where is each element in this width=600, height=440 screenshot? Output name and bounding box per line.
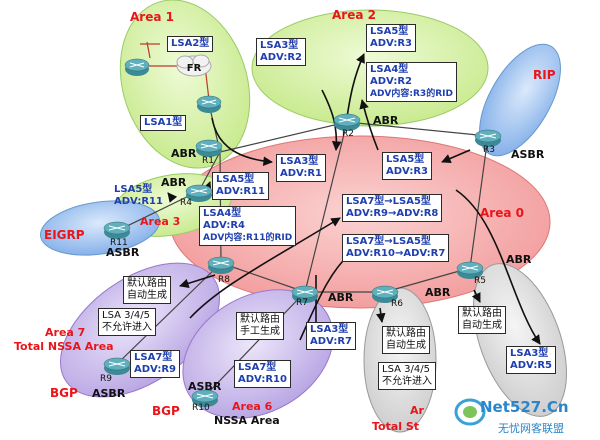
router-r8[interactable] — [207, 256, 235, 274]
router-r1[interactable] — [195, 139, 223, 157]
stub-region-left — [363, 287, 437, 433]
role-abr-r1: ABR — [171, 147, 197, 160]
watermark-slogan: 无忧网客联盟 — [498, 422, 564, 435]
fr-cloud-label: FR — [187, 63, 202, 74]
role-asbr-r10: ASBR — [188, 380, 222, 393]
fr-cloud — [176, 54, 212, 77]
lsa2-box: LSA2型 — [167, 36, 214, 52]
role-abr-r4: ABR — [161, 176, 187, 189]
watermark-brand: Net527.Cn — [480, 398, 569, 416]
role-abr-r2: ABR — [373, 114, 399, 127]
area6-region — [182, 289, 334, 419]
default-route-r7-box: 默认路由手工生成 — [236, 312, 284, 340]
default-route-r6-box: 默认路由自动生成 — [382, 326, 430, 354]
eigrp-region — [39, 200, 161, 256]
router-r11[interactable] — [103, 221, 131, 239]
router-r6-label: R6 — [391, 299, 403, 309]
area7-label: Area 7 — [45, 326, 86, 339]
router-r11-label: R11 — [110, 238, 128, 248]
role-asbr-r9: ASBR — [92, 387, 126, 400]
lsa1-box: LSA1型 — [140, 115, 187, 131]
bgp-r9-label: BGP — [50, 386, 78, 400]
router-area1-left[interactable] — [124, 58, 150, 76]
area6-label: Area 6 — [232, 400, 273, 413]
area1-label: Area 1 — [130, 10, 174, 24]
router-r4[interactable] — [185, 184, 213, 202]
router-r2[interactable] — [333, 113, 361, 131]
area3-label: Area 3 — [140, 215, 181, 228]
watermark-logo-icon — [454, 398, 486, 426]
eigrp-label: EIGRP — [44, 228, 85, 242]
area6-type-label: NSSA Area — [214, 414, 280, 427]
router-r2-label: R2 — [342, 129, 354, 139]
rip-region — [479, 43, 561, 157]
router-r3-label: R3 — [483, 145, 495, 155]
default-route-r5-box: 默认路由自动生成 — [458, 306, 506, 334]
role-abr-r7: ABR — [328, 291, 354, 304]
area0-label: Area 0 — [480, 206, 524, 220]
rip-label: RIP — [533, 68, 556, 82]
bgp-r10-label: BGP — [152, 404, 180, 418]
router-r7-label: R7 — [296, 298, 308, 308]
router-r10-label: R10 — [192, 403, 210, 413]
stub-region-right — [473, 263, 567, 417]
area-bottom-label: Ar — [410, 404, 424, 417]
watermark: Net527.Cn 无忧网客联盟 — [450, 394, 600, 440]
router-r5-label: R5 — [474, 276, 486, 286]
router-r10[interactable] — [191, 389, 219, 407]
role-asbr-r3: ASBR — [511, 148, 545, 161]
router-r4-label: R4 — [180, 198, 192, 208]
role-abr-r6: ABR — [425, 286, 451, 299]
router-r7[interactable] — [291, 285, 319, 303]
role-asbr-r11: ASBR — [106, 246, 140, 259]
area2-label: Area 2 — [332, 8, 376, 22]
router-r6[interactable] — [371, 285, 399, 303]
role-abr-r5: ABR — [506, 253, 532, 266]
router-r5[interactable] — [456, 261, 484, 279]
router-r9-label: R9 — [100, 374, 112, 384]
area7-type-label: Total NSSA Area — [14, 340, 114, 353]
default-route-r8-box: 默认路由自动生成 — [123, 276, 171, 304]
router-r3[interactable] — [474, 129, 502, 147]
router-r8-label: R8 — [218, 275, 230, 285]
router-r1-area1[interactable] — [196, 95, 222, 113]
router-r1-label: R1 — [202, 156, 214, 166]
area-bottom-type-label: Total St — [372, 420, 420, 433]
router-r9[interactable] — [103, 357, 131, 375]
